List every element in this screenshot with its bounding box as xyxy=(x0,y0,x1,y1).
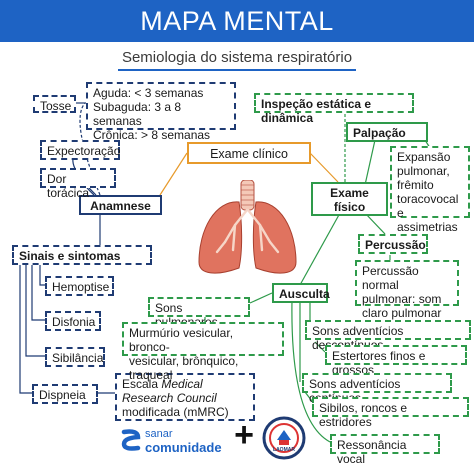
node-sibilancia: Sibilância xyxy=(45,347,105,367)
node-sons-pulmonares: Sons pulmonares xyxy=(148,297,250,329)
node-tosse: Tosse xyxy=(33,95,76,113)
node-escala-mmrc: Escala Medical Research Council modifica… xyxy=(115,373,255,421)
sanar-brand-line2: comunidade xyxy=(145,440,222,455)
node-dispneia: Dispneia xyxy=(32,384,98,404)
percussao-item: claro pulmonar xyxy=(362,306,442,320)
sanar-brand: sanar comunidade xyxy=(145,428,225,454)
sanar-logo-icon xyxy=(121,429,141,451)
palpacao-item: frêmito xyxy=(397,178,434,192)
escala-prefix: Escala xyxy=(122,377,162,391)
palpacao-item: Expansão xyxy=(397,150,451,164)
node-sons-pulmonares-items: Murmúrio vesicular, bronco- vesicular, b… xyxy=(122,322,284,382)
university-seal-icon xyxy=(262,416,306,460)
center-node-exame-clinico: Exame clínico xyxy=(187,142,311,164)
node-tosse-types: Aguda: < 3 semanas Subaguda: 3 a 8 seman… xyxy=(86,82,236,142)
percussao-item: pulmonar: som xyxy=(362,292,442,306)
node-percussao: Percussão xyxy=(358,234,428,254)
seal-label: LAOMAR xyxy=(273,447,295,453)
node-dor-toracica: Dor torácica xyxy=(40,168,116,200)
node-hemoptise: Hemoptise xyxy=(45,276,114,296)
sons-pulmonares-item: vesicular, brônquico, traqueal xyxy=(129,354,239,382)
node-sinais-sintomas: Sinais e sintomas xyxy=(12,245,152,265)
sons-pulmonares-item: Murmúrio vesicular, bronco- xyxy=(129,326,234,354)
node-descontinuos: Sons adventícios descontínuos xyxy=(305,320,471,352)
node-palpacao-items: Expansão pulmonar, frêmito toracovocal e… xyxy=(390,146,470,234)
node-disfonia: Disfonia xyxy=(45,311,101,331)
node-ressonancia: Ressonância vocal xyxy=(330,434,440,466)
tosse-cronica: Crônica: > 8 semanas xyxy=(93,128,211,142)
page-subtitle: Semiologia do sistema respiratório xyxy=(121,49,353,66)
escala-medical: Medical xyxy=(161,377,203,391)
node-exame-fisico: Exame físico xyxy=(311,182,388,216)
node-ausculta: Ausculta xyxy=(272,283,330,303)
percussao-item: Percussão normal xyxy=(362,264,419,292)
sanar-brand-line1: sanar xyxy=(145,428,173,440)
exame-fisico-line2: físico xyxy=(333,200,366,214)
exame-fisico-line1: Exame xyxy=(330,186,369,200)
page-title: MAPA MENTAL xyxy=(0,0,474,42)
node-inspecao: Inspeção estática e dinâmica xyxy=(254,93,414,125)
escala-research: Research Council xyxy=(122,391,217,405)
palpacao-item: toracovocal xyxy=(397,192,459,206)
node-sibilos: Sibilos, roncos e estridores xyxy=(312,397,469,429)
node-percussao-items: Percussão normal pulmonar: som claro pul… xyxy=(355,260,459,320)
palpacao-item: e assimetrias xyxy=(397,206,458,234)
node-anamnese: Anamnese xyxy=(79,195,162,215)
node-expectoracao: Expectoração xyxy=(40,140,120,160)
tosse-subaguda: Subaguda: 3 a 8 semanas xyxy=(93,100,182,128)
plus-sign: + xyxy=(234,416,254,454)
node-continuos: Sons adventícios contínuos xyxy=(302,373,452,405)
node-palpacao: Palpação xyxy=(346,122,428,142)
subtitle-underline xyxy=(118,69,356,71)
node-estertores: Estertores finos e grossos xyxy=(325,345,467,377)
lungs-illustration xyxy=(198,180,297,274)
palpacao-item: pulmonar, xyxy=(397,164,450,178)
tosse-aguda: Aguda: < 3 semanas xyxy=(93,86,204,100)
escala-modificada: modificada (mMRC) xyxy=(122,405,229,419)
